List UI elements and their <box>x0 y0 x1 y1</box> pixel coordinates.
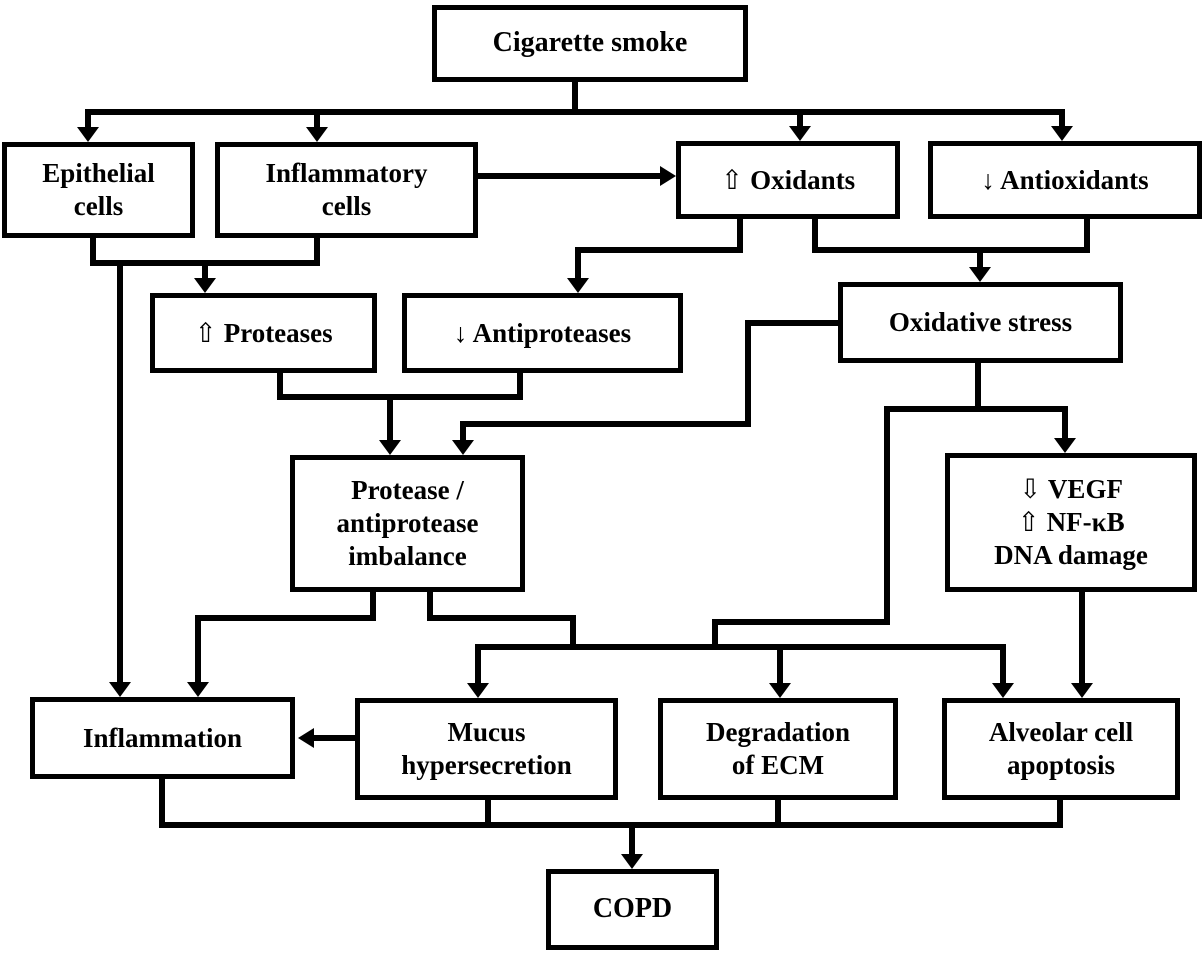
conn-ecm-drop-v <box>775 800 781 828</box>
conn-oxstress-to-imbalance-h <box>460 421 751 427</box>
conn-imbalance-jog-v <box>570 615 576 650</box>
conn-to-ecm-v <box>777 650 783 684</box>
arrow-into-oxidants-left-edge <box>660 166 676 186</box>
conn-to-oxidants-v <box>797 115 803 129</box>
conn-imbalance-to-inflammation-v <box>195 621 201 683</box>
arrow-into-inflammation-left <box>109 682 131 697</box>
conn-bottom-bus-h <box>159 822 1063 828</box>
conn-to-oxidative-stress-v <box>977 253 983 269</box>
arrow-into-inflammation-right <box>187 682 209 697</box>
node-protease-antiprotease-imbalance: Protease / antiprotease imbalance <box>290 455 525 592</box>
conn-to-copd-v <box>629 828 635 856</box>
arrow-into-inflammatory <box>306 127 328 142</box>
conn-oxidant-bus-h <box>812 247 1090 253</box>
arrow-into-proteases <box>194 278 216 293</box>
conn-oxstress-jog-v <box>712 619 718 650</box>
conn-inflammatory-drop-v <box>314 237 320 266</box>
conn-antiproteases-drop-v <box>517 373 523 400</box>
conn-cigarette-stem-v <box>572 82 578 115</box>
node-oxidants: ⇧ Oxidants <box>676 141 900 219</box>
arrow-into-alveolar-right <box>1071 683 1093 698</box>
conn-to-antioxidants-v <box>1059 109 1065 129</box>
conn-mucus-to-inflammation-h <box>313 735 355 741</box>
conn-inflammation-drop-v <box>159 779 165 828</box>
conn-oxstress-leftout-h <box>745 320 838 326</box>
conn-lower-bus-h <box>475 644 1006 650</box>
conn-proteases-drop-v <box>277 373 283 400</box>
node-antioxidants: ↓ Antioxidants <box>928 141 1202 219</box>
arrow-into-ecm <box>769 683 791 698</box>
conn-to-antiproteases-v <box>575 253 581 279</box>
node-cigarette-smoke: Cigarette smoke <box>432 5 748 82</box>
conn-to-proteases-v <box>202 266 208 280</box>
conn-oxstress-split-h <box>884 406 1068 412</box>
arrow-into-epithelial <box>77 127 99 142</box>
conn-to-vegf-v <box>1062 412 1068 440</box>
conn-alveolar-drop-v <box>1057 800 1063 828</box>
conn-to-alveolar-v <box>1000 650 1006 684</box>
conn-to-epithelial-v <box>85 109 91 129</box>
arrow-into-oxidative-stress <box>969 267 991 282</box>
arrow-into-oxidants <box>789 126 811 141</box>
node-vegf-nfkb-dna: ⇩ VEGF ⇧ NF-κB DNA damage <box>945 453 1197 592</box>
conn-cells-bus-h <box>90 260 320 266</box>
conn-to-imbalance-v <box>387 400 393 441</box>
node-inflammation: Inflammation <box>30 697 295 779</box>
node-alveolar-apoptosis: Alveolar cell apoptosis <box>942 698 1180 800</box>
conn-cells-to-inflammation-v <box>117 266 123 683</box>
arrow-into-mucus <box>467 683 489 698</box>
conn-vegf-to-alveolar-v <box>1079 592 1085 684</box>
arrow-into-imbalance-right <box>452 440 474 455</box>
conn-oxstress-bottom-v <box>975 363 981 412</box>
conn-epithelial-drop-v <box>90 237 96 266</box>
node-mucus-hypersecretion: Mucus hypersecretion <box>355 698 618 800</box>
arrow-into-copd <box>621 854 643 869</box>
conn-mucus-drop-v <box>485 800 491 828</box>
arrow-into-imbalance-left <box>379 440 401 455</box>
arrow-into-alveolar-left <box>992 683 1014 698</box>
conn-imbalance-to-inflammation-h <box>195 615 376 621</box>
conn-to-mucus-v <box>475 644 481 684</box>
conn-imbalance-jog-h <box>427 615 576 621</box>
arrow-into-antiproteases <box>567 278 589 293</box>
conn-oxidants-to-antiproteases-h <box>575 247 743 253</box>
arrow-into-vegf <box>1054 438 1076 453</box>
conn-to-inflammatory-v <box>314 115 320 129</box>
conn-imbalance-left-drop-v <box>370 592 376 621</box>
conn-top-bus-h <box>85 109 1065 115</box>
arrow-into-antioxidants <box>1051 126 1073 141</box>
node-copd: COPD <box>546 869 719 950</box>
conn-antioxidants-drop-v <box>1084 219 1090 253</box>
conn-protease-bus-h <box>277 394 523 400</box>
conn-oxstress-leftout-v <box>745 320 751 427</box>
conn-oxstress-to-imbalance-v <box>460 427 466 443</box>
conn-oxstress-down-leg-v <box>884 412 890 625</box>
conn-oxidants-right-drop-v <box>812 219 818 253</box>
node-degradation-ecm: Degradation of ECM <box>658 698 898 800</box>
conn-imbalance-right-drop-v <box>427 592 433 621</box>
conn-inflammatory-to-oxidants-h <box>478 173 662 179</box>
node-epithelial-cells: Epithelial cells <box>2 142 195 238</box>
node-oxidative-stress: Oxidative stress <box>838 282 1123 363</box>
node-proteases: ⇧ Proteases <box>150 293 377 373</box>
conn-oxstress-jog-h <box>712 619 890 625</box>
arrow-into-inflammation-side <box>298 728 314 748</box>
node-antiproteases: ↓ Antiproteases <box>402 293 683 373</box>
node-inflammatory-cells: Inflammatory cells <box>215 142 478 238</box>
conn-oxidants-left-drop-v <box>737 219 743 253</box>
